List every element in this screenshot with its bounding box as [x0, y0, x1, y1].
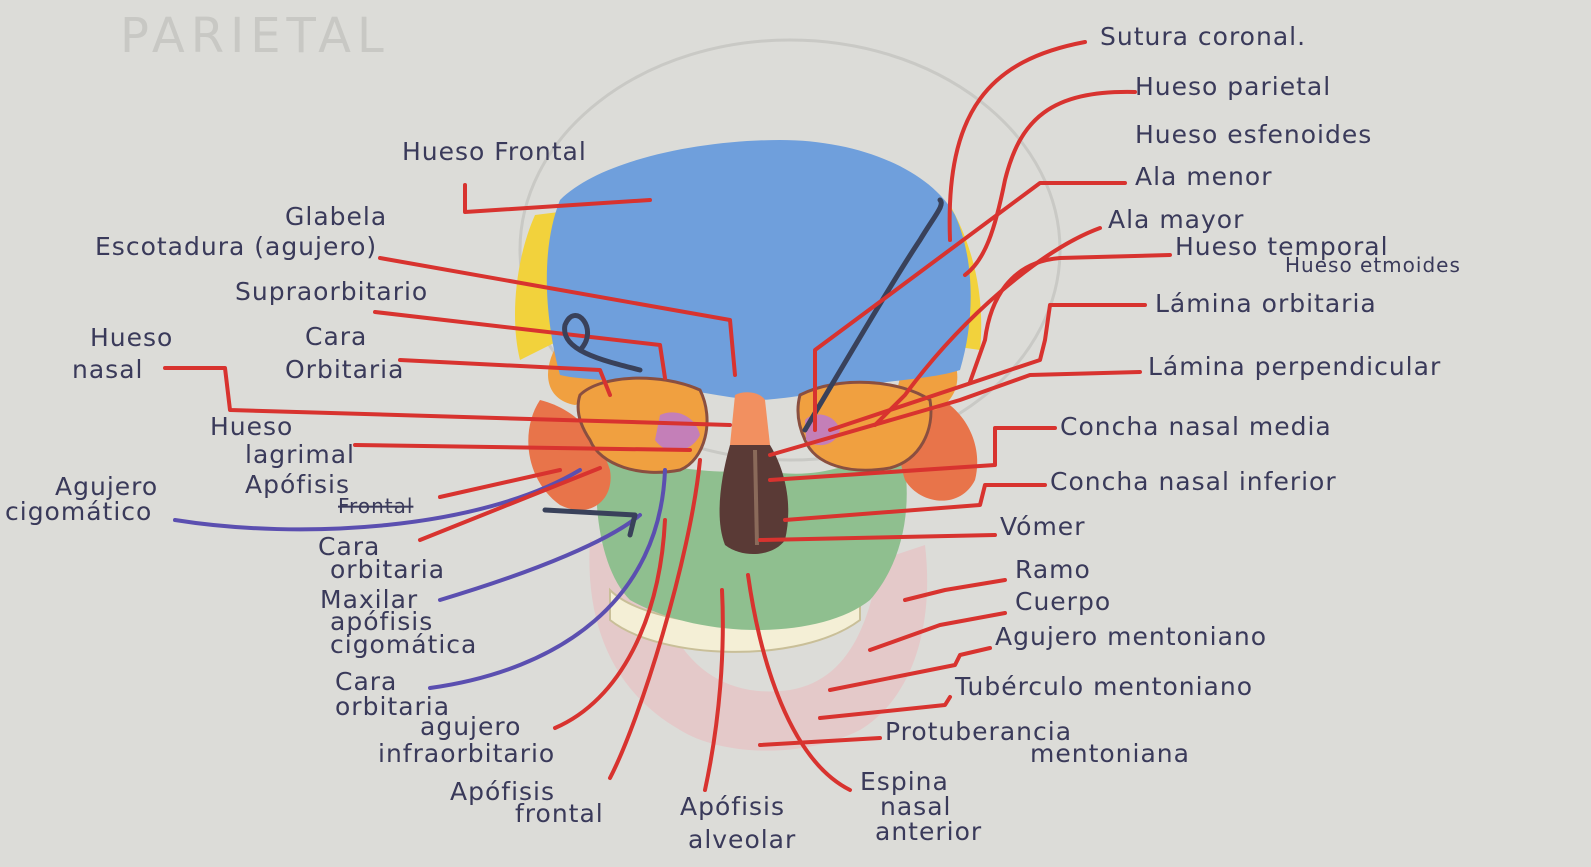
label-protuberancia-b: mentoniana: [1030, 739, 1190, 768]
faint-header: PARIETAL: [120, 8, 390, 64]
label-sutura-coronal: Sutura coronal.: [1100, 22, 1306, 51]
label-vomer: Vómer: [1000, 512, 1085, 541]
label-agujero-mentoniano: Agujero mentoniano: [995, 622, 1267, 651]
label-apofisis-alveolar-a: Apófisis: [680, 792, 785, 821]
label-hueso-esfenoides: Hueso esfenoides: [1135, 120, 1372, 149]
label-escotadura: Escotadura (agujero): [95, 232, 377, 261]
label-apofisis-frontal2-b: frontal: [515, 799, 604, 828]
skull: [515, 140, 981, 751]
label-hueso-lagrimal-a: Hueso: [210, 412, 293, 441]
nasal-septum: [755, 450, 757, 545]
label-ala-menor: Ala menor: [1135, 162, 1272, 191]
label-glabela: Glabela: [285, 202, 387, 231]
nasal-bone: [730, 392, 770, 445]
label-cara-orbitaria-1b: Orbitaria: [285, 355, 404, 384]
label-hueso-etmoides: Hueso etmoides: [1285, 253, 1461, 277]
label-hueso-nasal-a: Hueso: [90, 323, 173, 352]
label-concha-inferior: Concha nasal inferior: [1050, 467, 1337, 496]
label-maxilar-c: cigomática: [330, 630, 477, 659]
leader-hueso-temporal: [970, 255, 1170, 382]
label-concha-media: Concha nasal media: [1060, 412, 1332, 441]
label-agujero-infra-a: agujero: [420, 712, 521, 741]
label-ala-mayor: Ala mayor: [1108, 205, 1244, 234]
label-hueso-parietal: Hueso parietal: [1135, 72, 1331, 101]
label-agujero-cigomatico-b: cigomático: [5, 497, 152, 526]
label-supraorbitario: Supraorbitario: [235, 277, 428, 306]
label-hueso-frontal: Hueso Frontal: [402, 137, 587, 166]
label-hueso-lagrimal-b: lagrimal: [245, 440, 355, 469]
label-espina-nasal-c: anterior: [875, 817, 982, 846]
label-cara-orbitaria-1a: Cara: [305, 322, 367, 351]
label-agujero-infra-b: infraorbitario: [378, 739, 555, 768]
label-tuberculo-mentoniano: Tubérculo mentoniano: [954, 672, 1253, 701]
label-hueso-nasal-b: nasal: [72, 355, 143, 384]
label-cuerpo: Cuerpo: [1015, 587, 1111, 616]
label-apofisis-alveolar-b: alveolar: [688, 825, 796, 854]
label-lamina-perpendicular: Lámina perpendicular: [1148, 352, 1441, 381]
label-lamina-orbitaria: Lámina orbitaria: [1155, 289, 1377, 318]
leader-sutura-coronal: [950, 42, 1085, 240]
label-apofisis-frontal-a: Apófisis: [245, 470, 350, 499]
label-apofisis-frontal-b: Frontal: [338, 494, 413, 518]
label-ramo: Ramo: [1015, 555, 1091, 584]
label-cara-orbitaria-2b: orbitaria: [330, 555, 445, 584]
